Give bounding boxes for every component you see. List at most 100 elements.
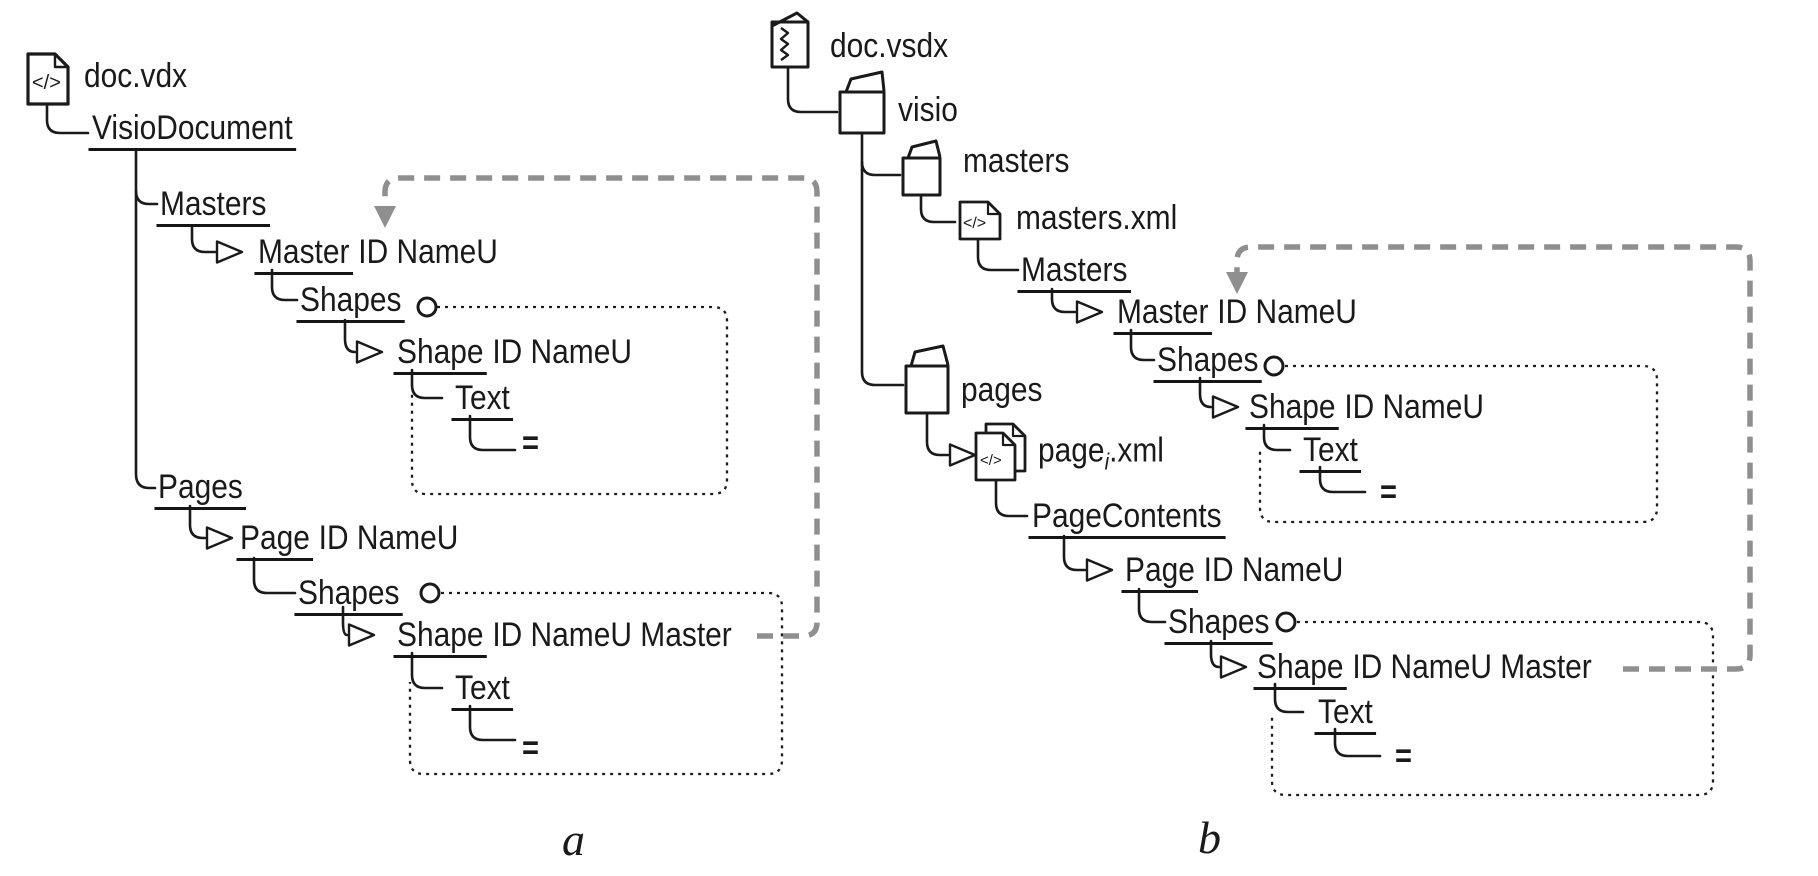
elbow-b-masters-xml	[919, 194, 957, 224]
elbow-b-eq1	[1318, 465, 1367, 494]
folder-label-pages: pages	[961, 371, 1043, 409]
node-pagecontents: PageContents	[1028, 497, 1226, 539]
node-text-a2: Text	[451, 669, 514, 711]
shapes-expansion-box-b-pages	[1270, 620, 1715, 797]
folder-label-visio: visio	[898, 91, 958, 129]
trunk-a	[134, 148, 157, 490]
elbow-b-eq2	[1333, 727, 1382, 758]
expand-circle-icon	[416, 296, 438, 318]
elbow-a-shapes2	[252, 556, 297, 595]
master-reference-arrow-b	[1234, 244, 1753, 672]
node-shapes-b2: Shapes	[1164, 603, 1274, 645]
node-masters-b: Masters	[1017, 251, 1131, 293]
child-triangle-icon	[1085, 558, 1114, 582]
svg-text:</>: </>	[963, 215, 986, 232]
master-reference-arrow-a	[382, 175, 820, 639]
folder-label-masters: masters	[963, 142, 1070, 180]
elbow-b-master	[1050, 287, 1077, 314]
child-triangle-icon	[347, 623, 376, 647]
node-masters-a: Masters	[156, 185, 270, 227]
folder-icon-pages	[904, 344, 950, 415]
elbow-b-page-xml	[925, 411, 950, 457]
elbow-b-masters	[976, 238, 1020, 272]
shapes-expansion-box-a-pages	[408, 591, 784, 776]
xml-file-icon-vdx: </>	[26, 52, 70, 106]
caption-b: b	[1198, 812, 1221, 863]
expand-circle-icon	[419, 582, 441, 604]
text-value-a1: =	[522, 424, 539, 461]
elbow-a-masters	[134, 189, 159, 206]
node-attrs: ID NameU	[492, 333, 632, 371]
file-label-doc-vsdx: doc.vsdx	[830, 27, 949, 65]
elbow-a-text1	[410, 368, 444, 400]
node-attrs: ID NameU	[358, 233, 498, 271]
child-triangle-icon	[1219, 655, 1248, 679]
arrowhead-icon-b	[1226, 272, 1248, 294]
file-label-masters-xml: masters.xml	[1016, 199, 1178, 237]
text-value-a2: =	[522, 729, 539, 766]
elbow-vsdx-visio	[786, 65, 839, 114]
node-shapes-a1: Shapes	[296, 281, 406, 323]
elbow-b-shapes2	[1137, 587, 1167, 624]
node-attrs: ID NameU	[1344, 388, 1484, 426]
elbow-a-shapes1	[270, 268, 299, 302]
caption-a: a	[562, 814, 585, 865]
node-attrs: ID NameU Master	[492, 616, 732, 654]
child-triangle-icon	[205, 526, 234, 550]
svg-text:</>: </>	[980, 452, 1002, 469]
elbow-a-page	[188, 504, 207, 540]
shapes-expansion-box-b-masters	[1258, 364, 1659, 524]
elbow-b-shapes1	[1129, 328, 1156, 362]
expand-circle-icon	[1263, 355, 1285, 377]
elbow-b-shape2	[1209, 639, 1221, 669]
text-value-b1: =	[1380, 473, 1397, 510]
elbow-b-page	[1062, 534, 1087, 572]
node-attrs: ID NameU Master	[1352, 648, 1592, 686]
node-text-b1: Text	[1299, 431, 1362, 473]
svg-text:</>: </>	[32, 72, 61, 94]
node-shapes-a2: Shapes	[294, 574, 404, 616]
elbow-b-text2	[1273, 682, 1305, 714]
child-triangle-icon	[1075, 300, 1104, 324]
elbow-b-pagecontents	[994, 479, 1029, 518]
elbow-a-shape1	[343, 318, 357, 354]
node-text-a1: Text	[451, 379, 514, 421]
child-triangle-icon	[215, 240, 244, 264]
elbow-a-master	[190, 224, 217, 254]
child-triangle-icon	[355, 340, 384, 364]
elbow-a-eq1	[468, 414, 517, 452]
elbow-b-masters-folder	[860, 160, 902, 177]
elbow-a-text2	[410, 651, 444, 690]
node-visiodocument: VisioDocument	[88, 109, 297, 151]
folder-icon-visio	[838, 70, 886, 135]
node-attrs: ID NameU	[1217, 293, 1357, 331]
elbow-a-shape2	[341, 605, 349, 637]
zip-package-icon-vsdx	[770, 11, 810, 69]
node-text-b2: Text	[1314, 693, 1377, 735]
trunk-b	[860, 131, 905, 387]
elbow-b-text1	[1262, 423, 1292, 452]
node-pages-a: Pages	[154, 468, 247, 510]
elbow-vdx-root	[45, 102, 90, 135]
elbow-a-eq2	[468, 704, 517, 742]
child-triangle-icon	[1211, 395, 1240, 419]
folder-icon-masters	[901, 139, 942, 197]
node-shapes-b1: Shapes	[1153, 341, 1263, 383]
elbow-b-shape1	[1198, 376, 1213, 409]
file-label-page-xml: pagei.xml	[1038, 431, 1164, 475]
arrowhead-icon-a	[374, 206, 396, 228]
node-attrs: ID NameU	[318, 519, 459, 557]
file-label-doc-vdx: doc.vdx	[84, 57, 188, 95]
child-triangle-icon	[948, 443, 977, 467]
xml-files-stack-icon-page-xml: </>	[974, 422, 1027, 482]
